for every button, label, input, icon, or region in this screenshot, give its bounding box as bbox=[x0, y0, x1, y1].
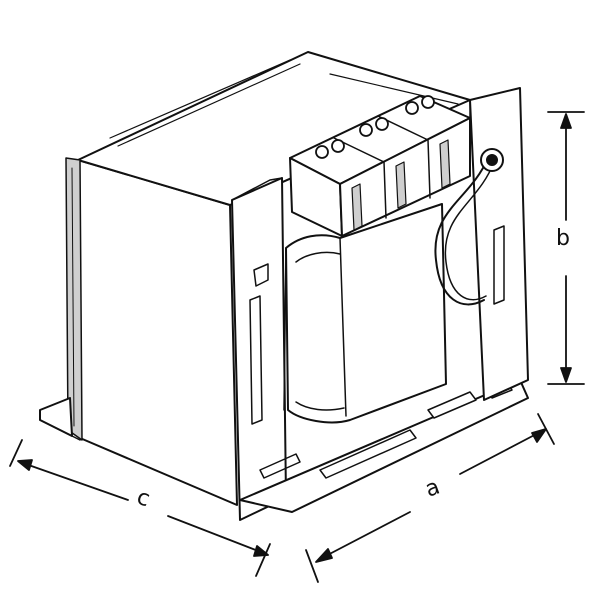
core-stack bbox=[65, 51, 471, 506]
coil-winding bbox=[283, 203, 447, 424]
dimension-b-label: b bbox=[556, 226, 570, 251]
dimension-b bbox=[547, 111, 585, 385]
terminal-block bbox=[289, 95, 471, 237]
dimension-a bbox=[305, 413, 555, 583]
ground-wire bbox=[434, 157, 495, 306]
dimension-c bbox=[9, 439, 271, 577]
mounting-foot-left bbox=[39, 397, 81, 441]
terminal-screw-icon bbox=[315, 95, 435, 159]
ground-screw-icon bbox=[480, 148, 504, 172]
